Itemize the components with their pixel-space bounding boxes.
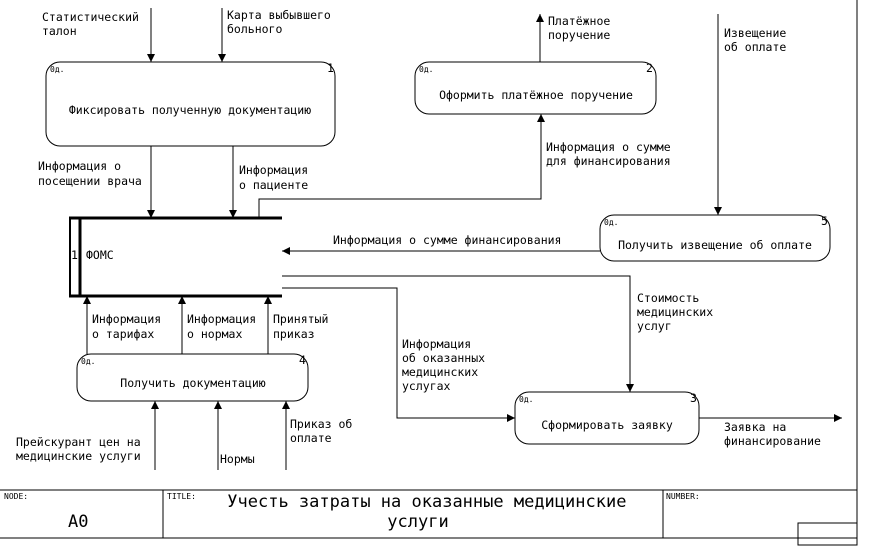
label-prinyat-prikaz: Принятый приказ	[273, 312, 335, 341]
process-box-5[interactable]: 0д. 5 Получить извещение об оплате	[599, 214, 831, 262]
title-block: NODE: A0 TITLE: Учесть затраты на оказан…	[0, 489, 858, 546]
label-preyskurant: Прейскурант цен на медицинские услуги	[16, 435, 148, 463]
label-izveshchenie: Извещение об оплате	[724, 26, 793, 54]
box-3-number: 3	[690, 391, 697, 405]
label-info-summe-fin: Информация о сумме для финансирования	[546, 140, 678, 168]
diagram-title: Учесть затраты на оказанные медицинские …	[227, 492, 636, 532]
box-3-marker: 0д.	[519, 395, 533, 404]
box-5-marker: 0д.	[604, 218, 618, 227]
label-karta: Карта выбывшего больного	[227, 8, 338, 36]
data-store-name: ФОМС	[86, 248, 114, 262]
box-4-number: 4	[299, 353, 306, 367]
box-2-title: Оформить платёжное поручение	[439, 88, 633, 102]
box-1-title: Фиксировать полученную документацию	[69, 103, 311, 117]
box-5-number: 5	[821, 214, 828, 228]
process-box-2[interactable]: 0д. 2 Оформить платёжное поручение	[414, 61, 657, 115]
node-value: A0	[68, 512, 88, 532]
data-store-number: 1	[71, 248, 78, 262]
box-1-marker: 0д.	[50, 65, 64, 74]
label-stoimost: Стоимость медицинских услуг	[637, 291, 720, 333]
number-label: NUMBER:	[666, 492, 700, 501]
label-normy: Нормы	[220, 452, 255, 466]
process-box-3[interactable]: 0д. 3 Сформировать заявку	[514, 391, 700, 445]
process-box-1[interactable]: 0д. 1 Фиксировать полученную документаци…	[45, 61, 336, 147]
box-1-number: 1	[327, 61, 334, 75]
label-info-posesh: Информация о посещении врача	[38, 159, 142, 188]
box-5-title: Получить извещение об оплате	[618, 238, 812, 252]
label-info-pacient: Информация о пациенте	[239, 163, 315, 192]
arrow-stoimost	[282, 275, 634, 392]
label-zayavka: Заявка на финансирование	[724, 420, 821, 448]
box-2-marker: 0д.	[419, 65, 433, 74]
label-info-summe-fin2: Информация о сумме финансирования	[333, 233, 561, 247]
process-box-4[interactable]: 0д. 4 Получить документацию	[76, 353, 309, 402]
arrow-info-summe-fin	[258, 114, 545, 218]
title-label: TITLE:	[167, 492, 196, 501]
label-prikaz-oplate: Приказ об оплате	[290, 417, 359, 445]
label-info-normah: Информация о нормах	[187, 312, 263, 341]
arrow-info-okaz	[282, 287, 515, 422]
label-info-tarif: Информация о тарифах	[92, 312, 168, 341]
node-label: NODE:	[4, 492, 28, 501]
box-4-marker: 0д.	[81, 357, 95, 366]
label-platezh: Платёжное поручение	[548, 14, 617, 42]
box-2-number: 2	[646, 61, 653, 75]
box-3-title: Сформировать заявку	[541, 418, 673, 432]
box-4-title: Получить документацию	[120, 376, 265, 390]
label-info-okaz: Информация об оказанных медицинских услу…	[402, 337, 492, 393]
data-store-foms[interactable]: 1 ФОМС	[69, 216, 282, 298]
label-stat-talon: Статистический талон	[42, 10, 146, 38]
